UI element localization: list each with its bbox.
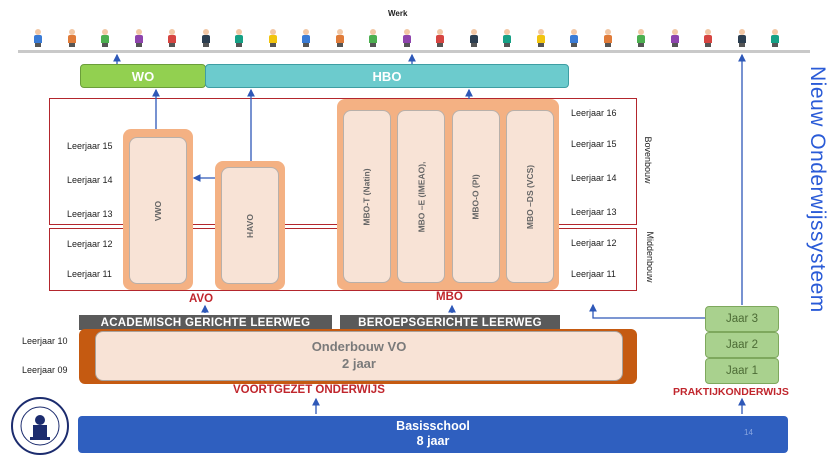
basisschool-subtitle: 8 jaar — [416, 434, 450, 448]
left-year-15: Leerjaar 15 — [67, 141, 113, 151]
onderbouw-title: Onderbouw VO — [311, 339, 407, 354]
arrow-praktijk-to-mbo — [589, 303, 705, 319]
jaar-2: Jaar 2 — [705, 332, 779, 358]
worker-icon — [134, 29, 144, 47]
worker-icon — [368, 29, 378, 47]
worker-icon — [536, 29, 546, 47]
right-year-13: Leerjaar 13 — [571, 207, 617, 217]
right-year-15: Leerjaar 15 — [571, 139, 617, 149]
praktijk-label: PRAKTIJKONDERWIJS — [673, 386, 789, 398]
worker-icon — [703, 29, 713, 47]
worker-icon — [636, 29, 646, 47]
onderbouw-year-09: Leerjaar 09 — [22, 365, 68, 375]
worker-icon — [335, 29, 345, 47]
worker-icon — [670, 29, 680, 47]
onderbouw-subtitle: 2 jaar — [342, 356, 376, 371]
mbo-e-track: MBO –E (IMEAO), — [397, 110, 445, 283]
left-year-11: Leerjaar 11 — [67, 269, 112, 279]
hbo-box: HBO — [205, 64, 569, 88]
worker-icon — [234, 29, 244, 47]
mbo-label: MBO — [436, 291, 463, 303]
worker-icon — [67, 29, 77, 47]
beroeps-banner: BEROEPSGERICHTE LEERWEG — [340, 315, 560, 330]
ministry-seal-icon — [10, 396, 70, 456]
right-year-12: Leerjaar 12 — [571, 238, 617, 248]
worker-icon — [603, 29, 613, 47]
jaar-1: Jaar 1 — [705, 358, 779, 384]
worker-icon — [502, 29, 512, 47]
left-year-12: Leerjaar 12 — [67, 239, 113, 249]
mbo-o-track: MBO-O (PI) — [452, 110, 500, 283]
worker-icon — [435, 29, 445, 47]
worker-icon — [469, 29, 479, 47]
worker-icon — [268, 29, 278, 47]
worker-icon — [770, 29, 780, 47]
voortgezet-label: VOORTGEZET ONDERWIJS — [233, 384, 385, 396]
left-year-13: Leerjaar 13 — [67, 209, 113, 219]
right-year-16: Leerjaar 16 — [571, 108, 617, 118]
side-title: Nieuw Onderwijssysteem — [806, 66, 828, 313]
basisschool-box: Basisschool 8 jaar — [78, 416, 788, 453]
onderbouw-inner: Onderbouw VO 2 jaar — [95, 331, 623, 381]
worker-icon — [167, 29, 177, 47]
worker-icon — [301, 29, 311, 47]
worker-icon — [737, 29, 747, 47]
right-year-11: Leerjaar 11 — [571, 269, 616, 279]
werk-line — [18, 50, 810, 53]
slide-number: 14 — [744, 428, 753, 437]
onderbouw-year-10: Leerjaar 10 — [22, 336, 68, 346]
werk-label: Werk — [388, 9, 408, 18]
mbo-ds-track: MBO –DS (VCS) — [506, 110, 554, 283]
worker-icon — [33, 29, 43, 47]
jaar-3: Jaar 3 — [705, 306, 779, 332]
right-year-14: Leerjaar 14 — [571, 173, 617, 183]
worker-icon — [402, 29, 412, 47]
worker-icon — [201, 29, 211, 47]
worker-icon — [100, 29, 110, 47]
academisch-banner: ACADEMISCH GERICHTE LEERWEG — [79, 315, 332, 330]
havo-track: HAVO — [221, 167, 279, 284]
mbo-t-track: MBO-T (Natin) — [343, 110, 391, 283]
basisschool-title: Basisschool — [396, 419, 470, 433]
vwo-track: VWO — [129, 137, 187, 284]
wo-box: WO — [80, 64, 206, 88]
avo-label: AVO — [189, 293, 214, 305]
worker-icon — [569, 29, 579, 47]
left-year-14: Leerjaar 14 — [67, 175, 113, 185]
